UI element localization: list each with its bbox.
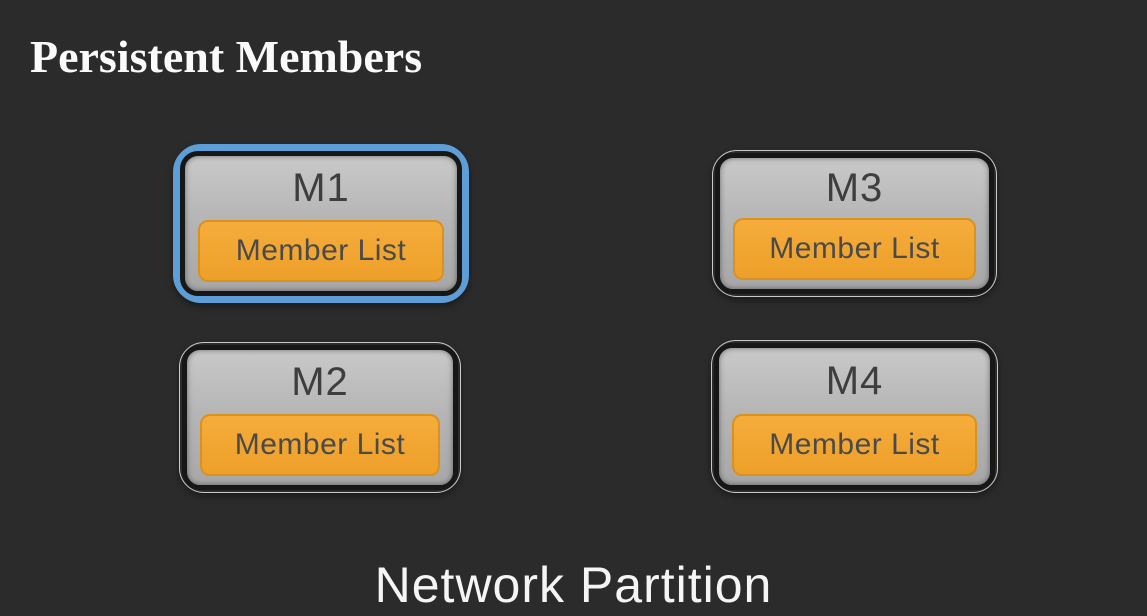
member-box-m2: M2 Member List <box>179 342 461 493</box>
member-box-m1: M1 Member List <box>173 144 469 303</box>
member-list-label-m3: Member List <box>769 232 940 265</box>
member-box-m3: M3 Member List <box>712 150 997 297</box>
member-name-m3: M3 <box>825 165 884 210</box>
member-name-m2: M2 <box>291 359 349 404</box>
member-list-label-m4: Member List <box>769 428 940 461</box>
member-list-badge-m1: Member List <box>198 220 444 282</box>
member-name-m1: M1 <box>292 165 350 210</box>
member-list-label-m2: Member List <box>234 428 406 461</box>
page-title: Persistent Members <box>30 31 423 82</box>
member-list-badge-m3: Member List <box>733 218 976 280</box>
member-panel-m3: M3 Member List <box>715 153 994 294</box>
member-list-badge-m2: Member List <box>200 414 440 476</box>
member-list-label-m1: Member List <box>235 234 407 267</box>
member-box-m4: M4 Member List <box>711 340 998 493</box>
caption: Network Partition <box>374 557 773 613</box>
member-panel-m1: M1 Member List <box>180 151 462 296</box>
member-panel-m4: M4 Member List <box>714 343 995 490</box>
member-list-badge-m4: Member List <box>732 414 977 476</box>
member-panel-m2: M2 Member List <box>182 345 458 490</box>
member-name-m4: M4 <box>825 358 884 403</box>
